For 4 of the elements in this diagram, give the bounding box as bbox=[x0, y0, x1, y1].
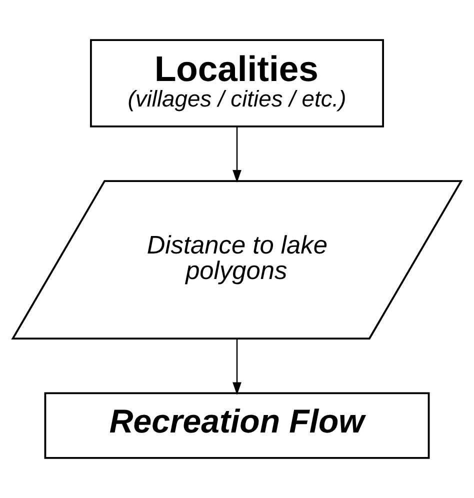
arrow bbox=[232, 126, 242, 183]
arrow bbox=[232, 338, 242, 395]
node-box: Recreation Flow bbox=[44, 392, 430, 459]
node-box: Localities (villages / cities / etc.) bbox=[90, 39, 384, 128]
